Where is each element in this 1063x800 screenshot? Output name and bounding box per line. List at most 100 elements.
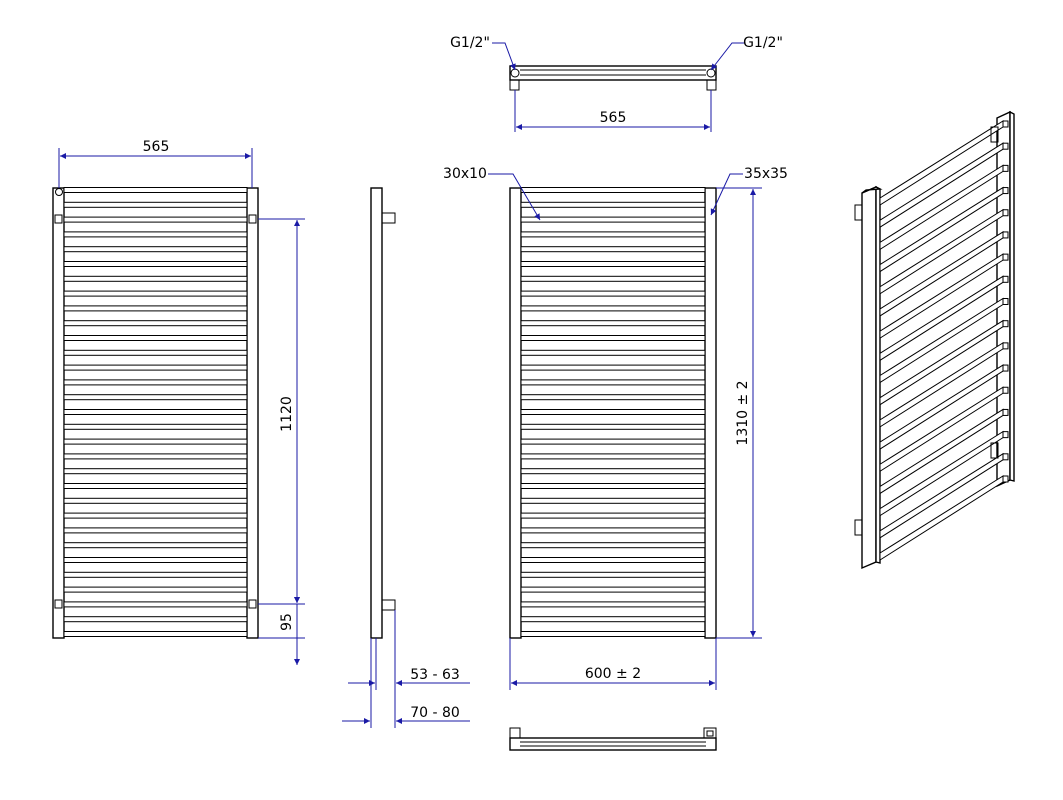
rail	[63, 187, 248, 193]
back-width-label: 600 ± 2	[585, 666, 641, 682]
iso-connector	[990, 126, 999, 143]
iso-rail-end	[1002, 298, 1009, 305]
rail	[63, 438, 248, 445]
bottom-pipe-left	[509, 727, 521, 739]
back-left-column	[509, 187, 522, 639]
iso-connector	[854, 204, 863, 221]
iso-left-column-top	[861, 186, 883, 194]
rail	[520, 290, 706, 297]
rail	[63, 409, 248, 415]
iso-rail-end	[1002, 253, 1009, 261]
iso-rail	[879, 164, 1004, 251]
iso-rail	[879, 120, 1004, 206]
rail	[63, 453, 248, 460]
rail	[520, 527, 706, 534]
iso-rail	[879, 408, 1004, 495]
iso-rail	[879, 430, 1004, 517]
iso-rails	[879, 120, 1009, 561]
rail	[63, 631, 248, 637]
rail	[520, 394, 706, 401]
rail	[63, 290, 248, 297]
rail	[63, 275, 248, 282]
rail	[63, 423, 248, 430]
rail	[63, 468, 248, 475]
rail	[520, 379, 706, 386]
front-view: 565 1120 95	[52, 139, 305, 665]
rail	[63, 586, 248, 593]
iso-rail	[879, 341, 1004, 428]
back-view: 30x10 35x35 1310 ± 2 600 ± 2	[443, 166, 788, 690]
rail	[520, 187, 706, 193]
back-rails	[520, 187, 706, 637]
connection-left-label: G1/2"	[450, 35, 490, 51]
rail	[520, 201, 706, 208]
iso-rail-end	[1002, 187, 1009, 195]
iso-rail-end	[1002, 164, 1009, 172]
rail	[63, 512, 248, 519]
rail	[63, 320, 248, 327]
rail	[520, 586, 706, 593]
rail-section-label: 30x10	[443, 166, 487, 182]
column-section-label: 35x35	[744, 166, 788, 182]
iso-rail-end	[1002, 408, 1009, 416]
iso-rail	[879, 386, 1004, 473]
bottom-view-body	[509, 737, 717, 751]
iso-rail-end	[1002, 275, 1009, 283]
iso-rail-end	[1002, 475, 1009, 483]
rail	[520, 438, 706, 445]
rail	[520, 364, 706, 371]
iso-connector	[854, 519, 863, 536]
front-width-label: 565	[143, 139, 170, 155]
connection-right-label: G1/2"	[743, 35, 783, 51]
iso-rail-end	[1002, 120, 1009, 128]
top-pipe-right	[706, 79, 717, 91]
valve-icon	[706, 730, 714, 737]
rail	[520, 231, 706, 238]
rail	[520, 305, 706, 312]
top-view-body	[509, 65, 717, 81]
rail	[520, 261, 706, 267]
iso-rail	[879, 319, 1004, 406]
iso-rail	[879, 452, 1004, 539]
iso-rail	[879, 475, 1004, 561]
bottom-pipe-right	[703, 727, 717, 739]
rail	[520, 423, 706, 430]
iso-right-column-side	[1009, 110, 1015, 482]
rail	[63, 616, 248, 623]
side-column	[370, 187, 383, 639]
rail	[520, 468, 706, 475]
side-depth-large-label: 70 - 80	[410, 705, 460, 721]
rail	[520, 409, 706, 415]
connector-icon	[54, 214, 63, 224]
front-right-column	[246, 187, 259, 639]
rail	[520, 275, 706, 282]
rail	[63, 379, 248, 386]
rail	[63, 557, 248, 563]
rail	[63, 542, 248, 549]
rail	[63, 201, 248, 208]
back-right-column	[704, 187, 717, 639]
rail	[63, 246, 248, 253]
rail	[63, 483, 248, 489]
top-pipe-left	[509, 79, 520, 91]
side-connector-top	[381, 212, 396, 224]
rail	[520, 216, 706, 223]
rail	[520, 246, 706, 253]
bottom-view	[509, 727, 717, 751]
rail	[520, 335, 706, 341]
rail	[520, 631, 706, 637]
connector-icon	[54, 599, 63, 609]
side-connector-bottom	[381, 599, 396, 611]
air-vent-icon	[55, 188, 63, 196]
isometric-view	[854, 110, 1015, 570]
iso-rail-end	[1002, 209, 1009, 217]
iso-rail	[879, 364, 1004, 450]
iso-rail-end	[1002, 342, 1009, 350]
top-width-label: 565	[600, 110, 627, 126]
front-left-column	[52, 187, 65, 639]
side-depth-small-label: 53 - 63	[410, 667, 460, 683]
front-rails	[63, 187, 248, 637]
rail	[63, 335, 248, 341]
